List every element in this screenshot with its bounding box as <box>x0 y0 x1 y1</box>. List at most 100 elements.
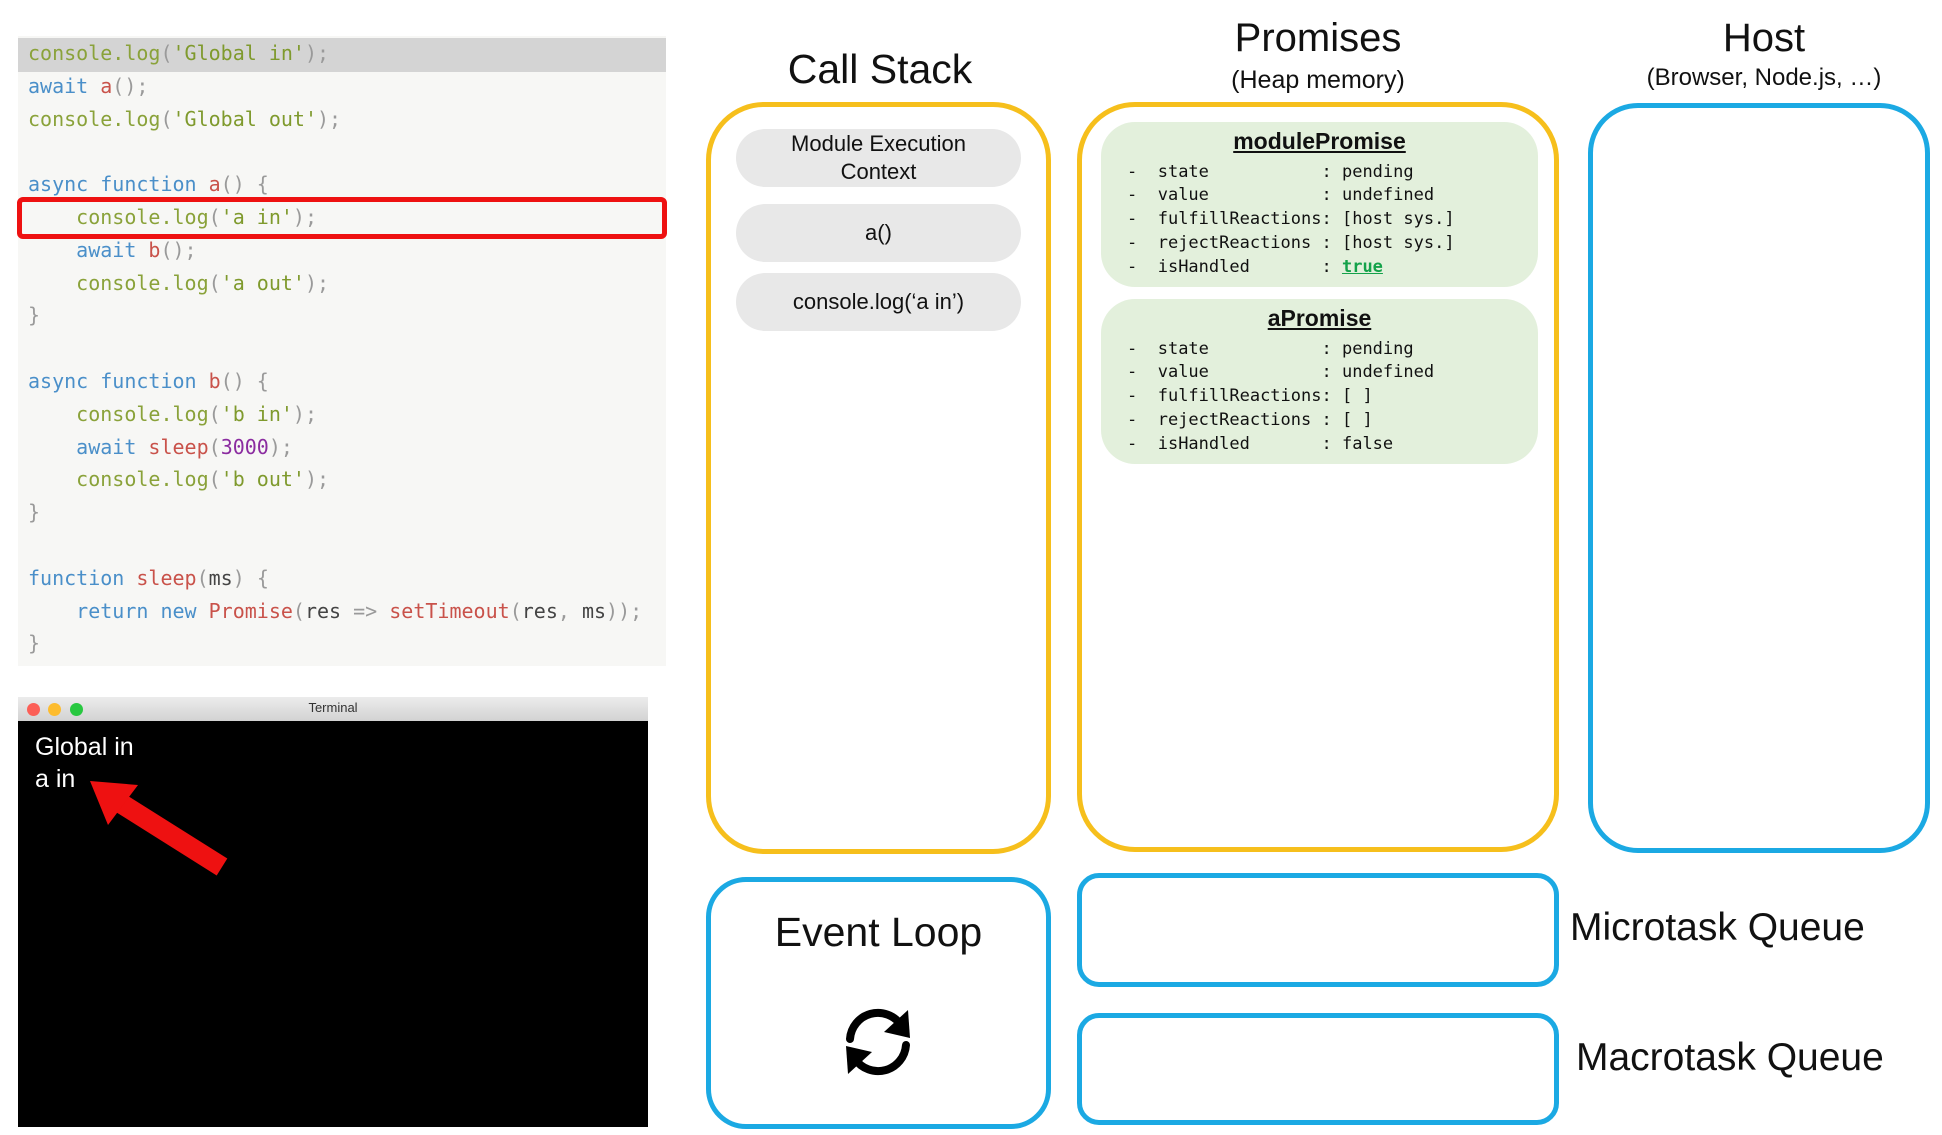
code-token: await <box>76 237 149 262</box>
code-listing: console.log('Global in');await a();conso… <box>18 38 666 668</box>
code-token: b <box>208 369 221 393</box>
call-stack-frame: Module Execution Context <box>736 129 1021 187</box>
code-token: ); <box>292 205 318 229</box>
arrow-icon <box>90 781 228 876</box>
terminal-output-line: a in <box>35 765 76 793</box>
code-token <box>28 238 76 262</box>
code-token: (); <box>112 73 149 98</box>
is-handled-true-value: true <box>1341 257 1383 277</box>
code-token: } <box>28 631 41 656</box>
code-token: 3000 <box>220 434 269 459</box>
code-token: ); <box>304 467 330 492</box>
code-token: console.log <box>28 106 161 131</box>
promise-row: - rejectReactions : [ ] <box>1127 410 1373 430</box>
microtask-queue-box <box>1077 873 1559 987</box>
promises-title: Promises <box>1234 16 1402 60</box>
code-token: ( <box>208 205 221 229</box>
code-token <box>28 435 76 459</box>
code-token: console.log <box>28 41 161 65</box>
current-line-marker <box>17 197 667 239</box>
code-token: ( <box>160 41 173 65</box>
code-token: sleep <box>136 565 197 590</box>
promise-card: aPromise - state : pending - value : und… <box>1101 299 1538 464</box>
code-token <box>28 271 76 295</box>
code-token: console.log <box>76 270 209 295</box>
code-token <box>28 402 76 426</box>
terminal-title: Terminal <box>308 700 358 715</box>
promise-row: - state : pending <box>1127 339 1414 359</box>
code-token: async function <box>28 172 209 197</box>
code-panel <box>18 36 666 666</box>
code-line: console.log('a in'); <box>28 202 317 232</box>
code-token: ) { <box>232 565 269 590</box>
code-token: => <box>353 598 390 623</box>
call-stack-frame: console.log(‘a in’) <box>736 273 1021 331</box>
host-box <box>1588 103 1930 853</box>
code-token: 'Global out' <box>172 106 318 131</box>
code-token: console.log <box>76 205 209 229</box>
code-token: ); <box>304 41 330 65</box>
promise-name: aPromise <box>1267 305 1372 331</box>
code-line: console.log('Global in'); <box>28 38 329 68</box>
terminal-titlebar: Terminal <box>18 697 648 721</box>
code-token: function <box>28 565 137 590</box>
code-token: ( <box>292 598 305 623</box>
code-token: } <box>28 303 41 328</box>
code-token: await <box>76 434 149 459</box>
code-token: ); <box>304 270 330 295</box>
host-subtitle: (Browser, Node.js, …) <box>1646 64 1882 91</box>
promise-row: - value : undefined <box>1127 362 1435 382</box>
code-token: ( <box>196 565 209 590</box>
code-line: console.log('b out'); <box>28 464 329 494</box>
promise-row: - fulfillReactions: [host sys.] <box>1127 209 1455 229</box>
code-token: 'b in' <box>220 401 293 426</box>
code-token: ( <box>208 467 221 492</box>
code-token: async function <box>28 369 209 393</box>
executed-line-highlight <box>18 38 666 72</box>
code-token: ); <box>317 106 342 131</box>
event-loop-title: Event Loop <box>774 909 983 955</box>
code-token: 'b out' <box>220 467 305 492</box>
code-token: } <box>28 500 41 525</box>
promises-box: modulePromise - state : pending - value … <box>1077 102 1559 852</box>
code-token: console.log <box>76 467 209 492</box>
terminal-output-line: Global in <box>35 733 134 761</box>
code-token: ); <box>268 434 293 459</box>
code-token: 'a out' <box>220 270 305 295</box>
code-token: ms <box>581 598 607 623</box>
code-token: () { <box>220 369 269 393</box>
code-token: sleep <box>148 434 209 459</box>
code-token: () { <box>220 172 269 197</box>
code-line: } <box>28 628 40 658</box>
call-stack-frame: a() <box>736 204 1021 262</box>
code-token <box>28 467 76 491</box>
code-token: ( <box>208 270 221 295</box>
macrotask-queue-box <box>1077 1013 1559 1125</box>
code-token: b <box>148 237 161 262</box>
promises-subtitle: (Heap memory) <box>1231 66 1405 94</box>
promise-card: modulePromise - state : pending - value … <box>1101 122 1538 287</box>
code-line: await sleep(3000); <box>28 432 293 462</box>
terminal-window: Terminal Global in a in <box>18 697 648 1127</box>
promise-row: - isHandled : true <box>1127 257 1383 277</box>
code-token: ( <box>208 434 221 459</box>
macrotask-queue-label: Macrotask Queue <box>1576 1036 1884 1079</box>
code-token: 'Global in' <box>172 41 305 65</box>
code-token: await <box>28 73 101 98</box>
minimize-dot-icon <box>48 703 61 716</box>
microtask-queue-label: Microtask Queue <box>1570 906 1865 949</box>
code-token: return new <box>76 598 209 623</box>
code-token: setTimeout <box>389 598 510 623</box>
code-line: async function a() { <box>28 169 269 199</box>
code-line: console.log('a out'); <box>28 268 329 298</box>
close-dot-icon <box>27 703 40 716</box>
code-line: function sleep(ms) { <box>28 563 269 593</box>
code-token: res <box>304 598 354 623</box>
code-token: a <box>208 172 221 197</box>
code-line: console.log('Global out'); <box>28 104 341 134</box>
event-loop-box: Event Loop <box>706 877 1051 1129</box>
code-token <box>28 599 76 623</box>
code-token: ( <box>509 598 522 623</box>
code-token: ( <box>208 401 221 426</box>
code-token: (); <box>160 237 197 262</box>
